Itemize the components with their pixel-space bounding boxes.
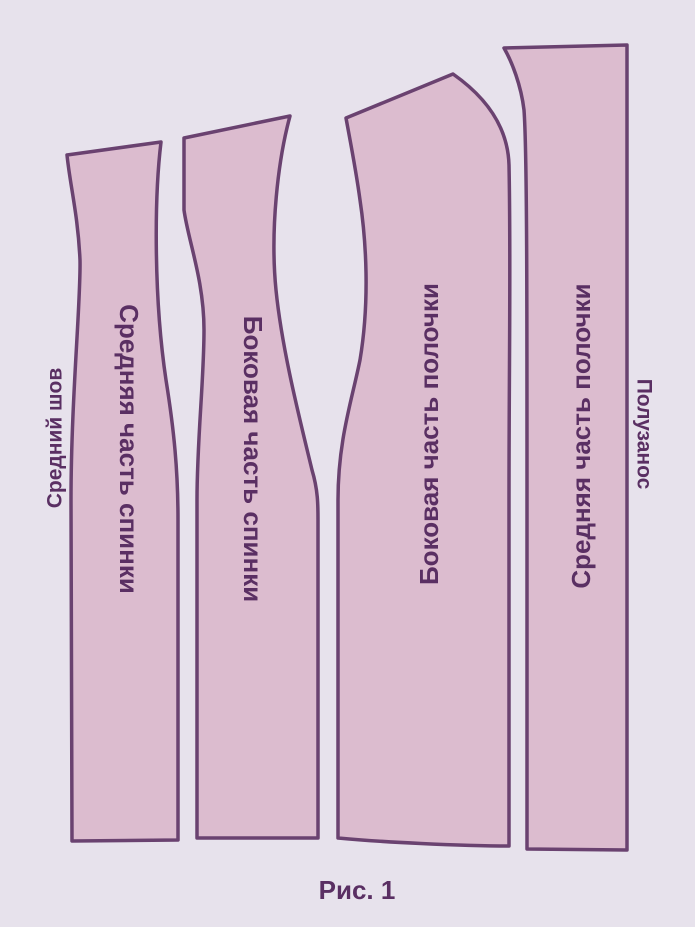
half-overlap-label: Полузанос: [632, 379, 655, 490]
front-center-piece: Средняя часть полочки: [502, 43, 629, 852]
figure-caption: Рис. 1: [319, 875, 396, 905]
back-side-label: Боковая часть спинки: [238, 316, 268, 602]
back-center-label: Средняя часть спинки: [114, 304, 144, 594]
back-side-outline: [182, 114, 320, 840]
back-center-piece: Средняя часть спинки: [65, 140, 180, 843]
back-center-outline: [65, 140, 180, 843]
front-center-label: Средняя часть полочки: [566, 283, 596, 588]
front-side-label: Боковая часть полочки: [414, 283, 444, 585]
front-side-piece: Боковая часть полочки: [336, 72, 512, 848]
back-side-piece: Боковая часть спинки: [182, 114, 320, 840]
center-seam-label: Средний шов: [44, 368, 67, 509]
front-side-outline: [336, 72, 512, 848]
front-center-outline: [502, 43, 629, 852]
